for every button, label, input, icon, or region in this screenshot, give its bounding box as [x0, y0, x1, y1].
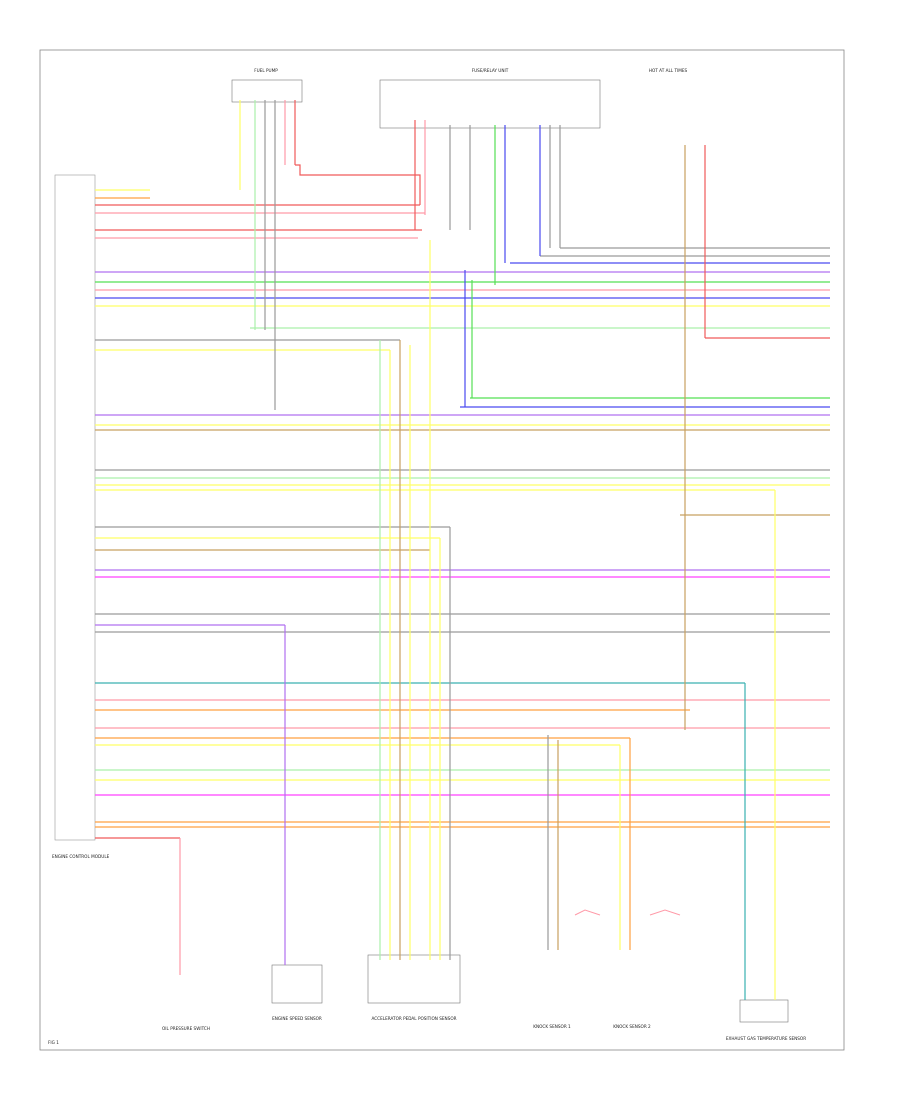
engine-speed-sensor-label: ENGINE SPEED SENSOR	[272, 1016, 322, 1021]
oil-pressure-switch-label: OIL PRESSURE SWITCH	[162, 1026, 210, 1031]
fuse-block-right	[640, 80, 720, 100]
accel-pedal-sensor-box	[367, 954, 461, 1004]
horizontal-wires	[95, 189, 830, 839]
vertical-wires	[179, 100, 776, 1000]
page-label: FIG 1	[48, 1040, 59, 1045]
route-fuelpump-red	[295, 164, 421, 205]
ecm-connector	[54, 174, 96, 841]
hot-at-all-times-label: HOT AT ALL TIMES	[649, 68, 688, 73]
ecm-label: ENGINE CONTROL MODULE	[52, 854, 110, 859]
engine-speed-sensor-box	[271, 964, 323, 1004]
fuel-pump-connector	[231, 79, 303, 103]
route-knock2-pink	[649, 909, 681, 916]
knock-sensor-1-label: KNOCK SENSOR 1	[533, 1024, 571, 1029]
exhaust-temp-label: EXHAUST GAS TEMPERATURE SENSOR	[726, 1036, 806, 1041]
diagram-frame	[39, 49, 845, 1051]
accel-pedal-label: ACCELERATOR PEDAL POSITION SENSOR	[371, 1016, 456, 1021]
fuse-relay-label: FUSE/RELAY UNIT	[472, 68, 509, 73]
route-knock-pink	[574, 909, 601, 916]
exhaust-temp-sensor-box	[739, 999, 789, 1023]
fuse-relay-box	[379, 79, 601, 129]
knock-sensor-2-label: KNOCK SENSOR 2	[613, 1024, 651, 1029]
fuel-pump-label: FUEL PUMP	[254, 68, 278, 73]
